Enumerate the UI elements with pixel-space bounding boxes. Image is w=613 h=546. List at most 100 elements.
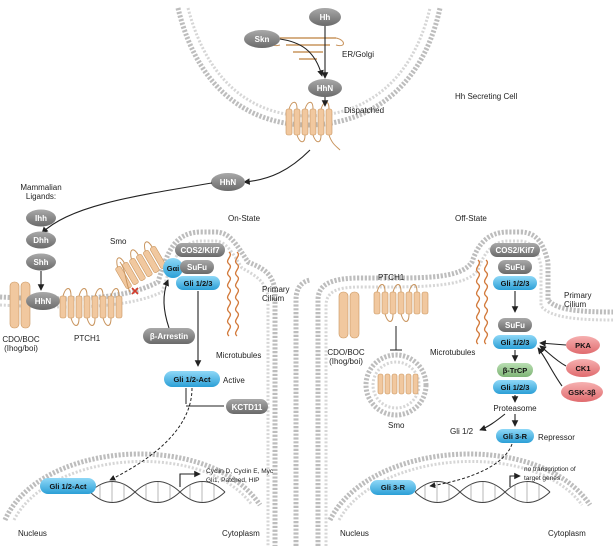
left-cilium-label-1: Primary xyxy=(262,285,290,294)
targets-label-2: Gli1, Patched, HIP xyxy=(206,477,259,484)
gli3r-pill: Gli 3-R xyxy=(496,429,534,443)
cdo-boc-left-label-1: CDO/BOC xyxy=(2,335,40,344)
pka-pill: PKA xyxy=(566,336,600,354)
proteasome-label: Proteasome xyxy=(493,404,537,413)
smo-right-label: Smo xyxy=(388,421,405,430)
microtubules-left-2 xyxy=(234,251,240,337)
ck1-pill: CK1 xyxy=(566,359,600,377)
microtubules-right-1 xyxy=(475,259,481,345)
sufu-left-pill: SuFu xyxy=(180,260,214,274)
barrestin-arrow xyxy=(162,279,170,329)
cos2-right-pill: COS2/Kif7 xyxy=(490,243,540,257)
right-cell-membrane xyxy=(315,229,613,546)
gli-act-label: Gli 1/2-Act xyxy=(173,375,211,384)
left-cytoplasm-label: Cytoplasm xyxy=(222,529,260,538)
right-nuclear-membrane xyxy=(327,451,593,522)
ptch1-inhibit-smo xyxy=(390,326,402,351)
ck1-label: CK1 xyxy=(575,364,590,373)
cdo-boc-left xyxy=(9,281,31,329)
microtubules-right-2 xyxy=(483,259,489,345)
no-transcription-label-1: no transcription of xyxy=(524,466,576,473)
right-cytoplasm-label: Cytoplasm xyxy=(548,529,586,538)
left-cilium-label-2: Cilium xyxy=(262,294,285,303)
hhn-released-pill: HhN xyxy=(211,173,245,191)
mammalian-label-1: Mammalian xyxy=(20,183,61,192)
skn-arrow xyxy=(279,38,324,77)
smo-right-protein xyxy=(377,373,419,395)
left-cilium-membrane xyxy=(293,277,311,546)
microtubules-right-label: Microtubules xyxy=(430,348,475,357)
right-dna-helix xyxy=(414,481,551,503)
kctd11-pill: KCTD11 xyxy=(226,399,268,414)
cdo-boc-right-label-1: CDO/BOC xyxy=(327,348,365,357)
cos2-left-label: COS2/Kif7 xyxy=(180,246,220,255)
gli123-left-label: Gli 1/2/3 xyxy=(184,279,213,288)
secreting-cell-label: Hh Secreting Cell xyxy=(455,92,517,101)
microtubules-left-1 xyxy=(226,251,232,337)
btrcp-label: β-TrCP xyxy=(503,366,528,375)
gsk3b-pill: GSK-3β xyxy=(561,382,603,402)
active-label: Active xyxy=(223,376,245,385)
gli-act-nucleus-label: Gli 1/2-Act xyxy=(49,482,87,491)
gli123-right-top-pill: Gli 1/2/3 xyxy=(493,276,537,290)
galpha-pill: Gαi xyxy=(163,258,183,278)
dhh-label: Dhh xyxy=(33,236,49,245)
sufu-right-top-label: SuFu xyxy=(505,263,525,272)
gli123-right-low-pill: Gli 1/2/3 xyxy=(493,380,537,394)
ptch1-right-label: PTCH1 xyxy=(378,273,405,282)
targets-label-1: Cyclin D, Cyclin E, Myc xyxy=(206,468,274,475)
ptch1-right-protein xyxy=(373,284,429,322)
hh-label: Hh xyxy=(320,13,331,22)
gli3r-nucleus-pill: Gli 3-R xyxy=(370,480,416,495)
hhn-bound-pill: HhN xyxy=(26,292,60,310)
er-golgi-label: ER/Golgi xyxy=(342,50,374,59)
right-nucleus-label: Nucleus xyxy=(340,529,369,538)
gli123-right-low-label: Gli 1/2/3 xyxy=(501,383,530,392)
skn-label: Skn xyxy=(255,35,270,44)
transcription-arrow xyxy=(179,470,201,487)
smo-tail xyxy=(119,261,131,293)
ihh-pill: Ihh xyxy=(26,209,56,227)
gli123-right-pill: Gli 1/2/3 xyxy=(493,335,537,349)
left-dna-helix xyxy=(89,481,226,503)
gli-act-nucleus-pill: Gli 1/2-Act xyxy=(40,478,96,494)
galpha-label: Gαi xyxy=(167,264,180,273)
kctd11-label: KCTD11 xyxy=(232,403,263,412)
shh-pill: Shh xyxy=(26,253,56,271)
sufu-right-top-pill: SuFu xyxy=(498,260,532,274)
pka-label: PKA xyxy=(575,341,591,350)
off-state-label: Off-State xyxy=(455,214,487,223)
hhn-top-pill: HhN xyxy=(308,79,342,97)
gli-to-nucleus-arrow xyxy=(109,387,193,481)
gli123-right-top-label: Gli 1/2/3 xyxy=(501,279,530,288)
dispatched-label: Dispatched xyxy=(344,106,384,115)
gli3r-nucleus-label: Gli 3-R xyxy=(381,483,406,492)
hhn-release-arrow xyxy=(243,149,311,185)
sufu-right-label: SuFu xyxy=(505,321,525,330)
barrestin-pill: β-Arrestin xyxy=(143,328,195,344)
hhn-bound-label: HhN xyxy=(35,297,52,306)
shh-label: Shh xyxy=(33,258,48,267)
cdo-boc-left-label-2: (Ihog/boi) xyxy=(4,344,38,353)
smo-left-label: Smo xyxy=(110,237,127,246)
ptch1-left-label: PTCH1 xyxy=(74,334,101,343)
cdo-boc-right-label-2: (Ihog/boi) xyxy=(329,357,363,366)
hhn-released-label: HhN xyxy=(220,178,237,187)
sufu-right-pill: SuFu xyxy=(498,318,532,332)
cdo-boc-right xyxy=(338,291,360,339)
mammalian-label-2: Ligands: xyxy=(26,192,56,201)
to-gli12-arrow xyxy=(479,413,506,432)
skn-pill: Skn xyxy=(244,30,280,48)
ihh-label: Ihh xyxy=(35,214,47,223)
left-nuclear-membrane xyxy=(2,451,263,522)
inhibition-x-mark xyxy=(131,287,139,295)
gsk3b-arrow xyxy=(537,347,563,387)
secreting-cell-membrane xyxy=(175,7,443,128)
gli123-left-pill: Gli 1/2/3 xyxy=(176,276,220,290)
no-transcription-pointer xyxy=(509,472,521,487)
cos2-right-label: COS2/Kif7 xyxy=(495,246,535,255)
right-cilium-label-2: Cilium xyxy=(564,300,587,309)
cos2-left-pill: COS2/Kif7 xyxy=(175,243,225,257)
smo-vesicle xyxy=(363,352,429,418)
